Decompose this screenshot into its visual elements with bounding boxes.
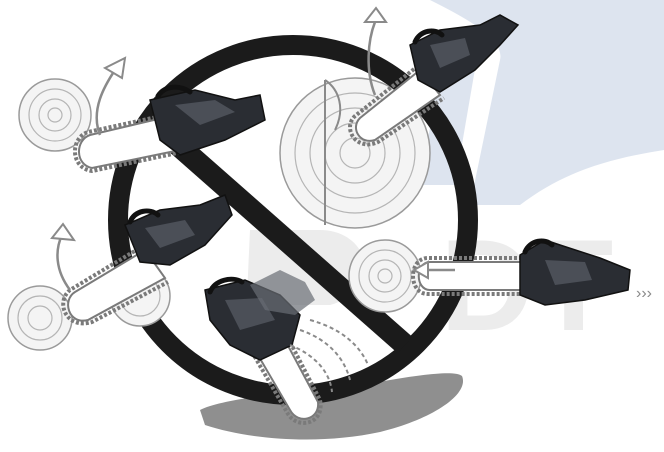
log-bottom-left [8, 286, 72, 350]
kickback-arrow-left [52, 224, 74, 290]
chainsaw-top-left [75, 87, 265, 171]
motion-marks: ››› [636, 285, 652, 302]
log-right [349, 240, 421, 312]
